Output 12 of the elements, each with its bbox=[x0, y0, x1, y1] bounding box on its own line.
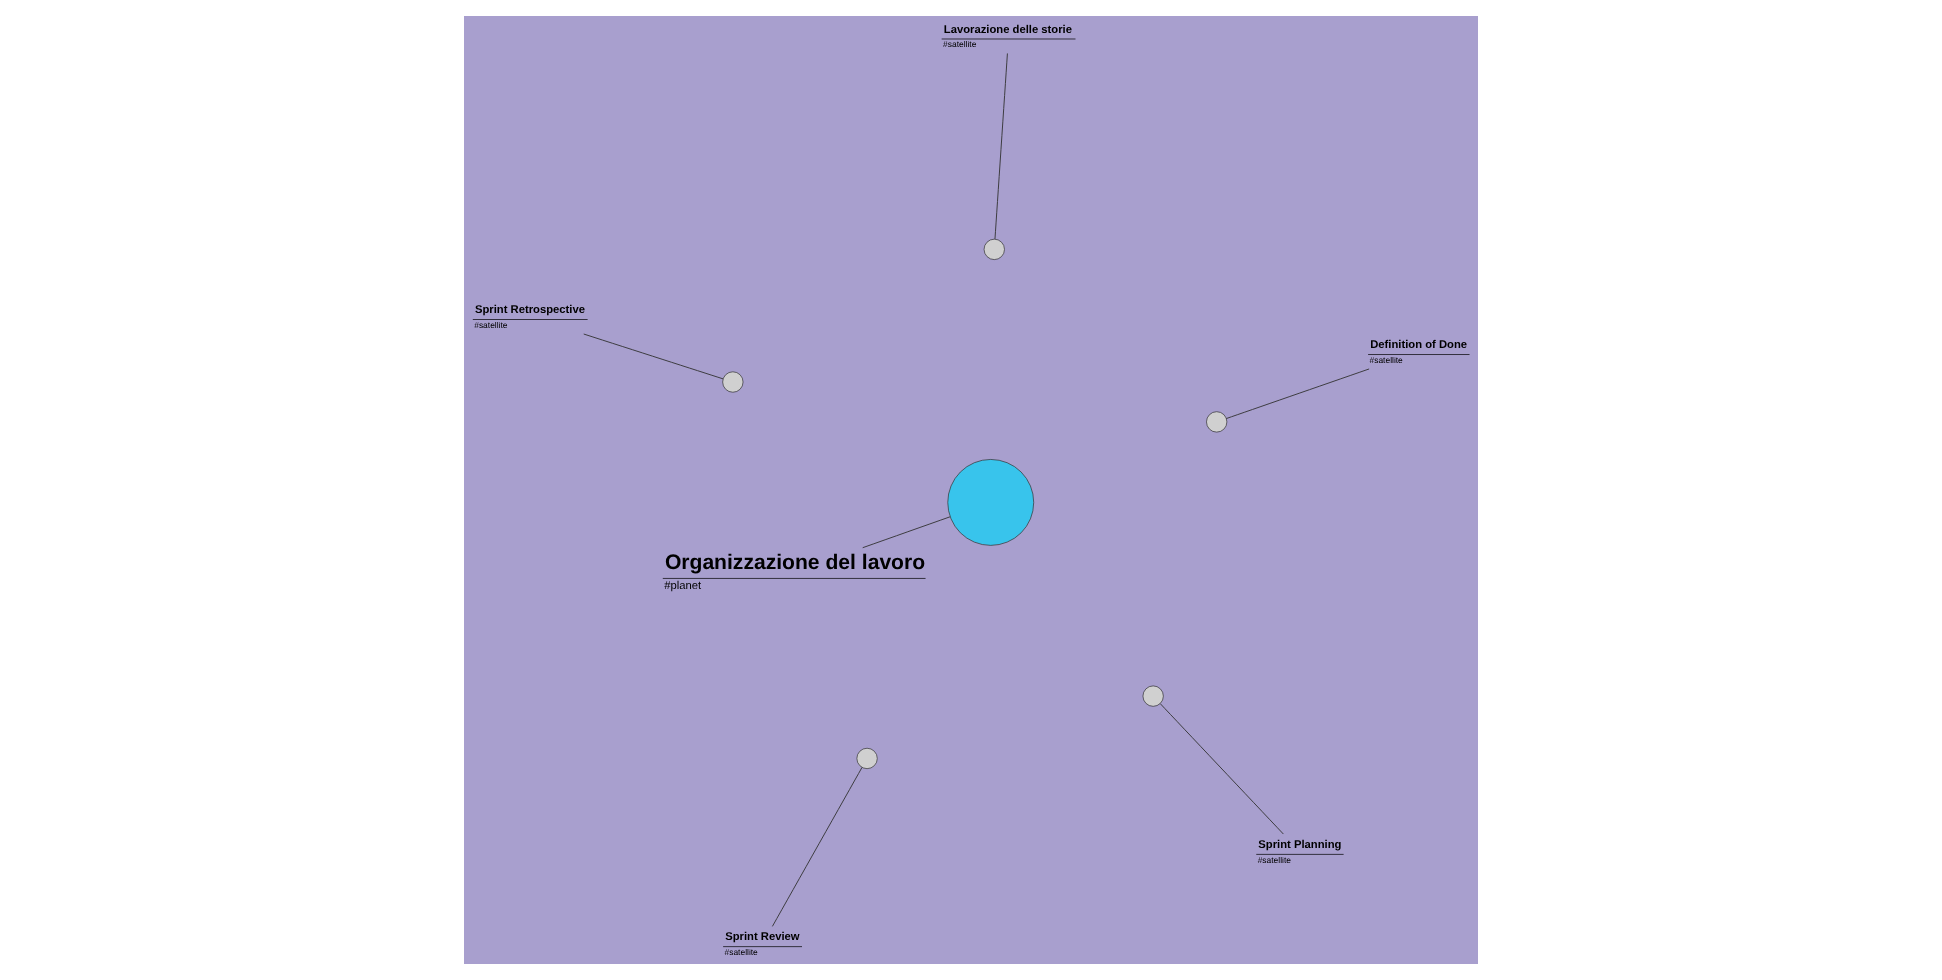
node-circle bbox=[856, 747, 878, 769]
node-circle bbox=[722, 371, 744, 393]
connector bbox=[771, 766, 863, 927]
connector bbox=[862, 516, 951, 549]
node-circle bbox=[947, 459, 1035, 546]
connector bbox=[1159, 703, 1284, 835]
connector bbox=[1225, 368, 1370, 419]
node-circle bbox=[1142, 685, 1164, 707]
connector bbox=[994, 53, 1008, 240]
connector bbox=[583, 333, 724, 380]
node-circle bbox=[983, 238, 1005, 260]
node-circle bbox=[1206, 411, 1228, 433]
